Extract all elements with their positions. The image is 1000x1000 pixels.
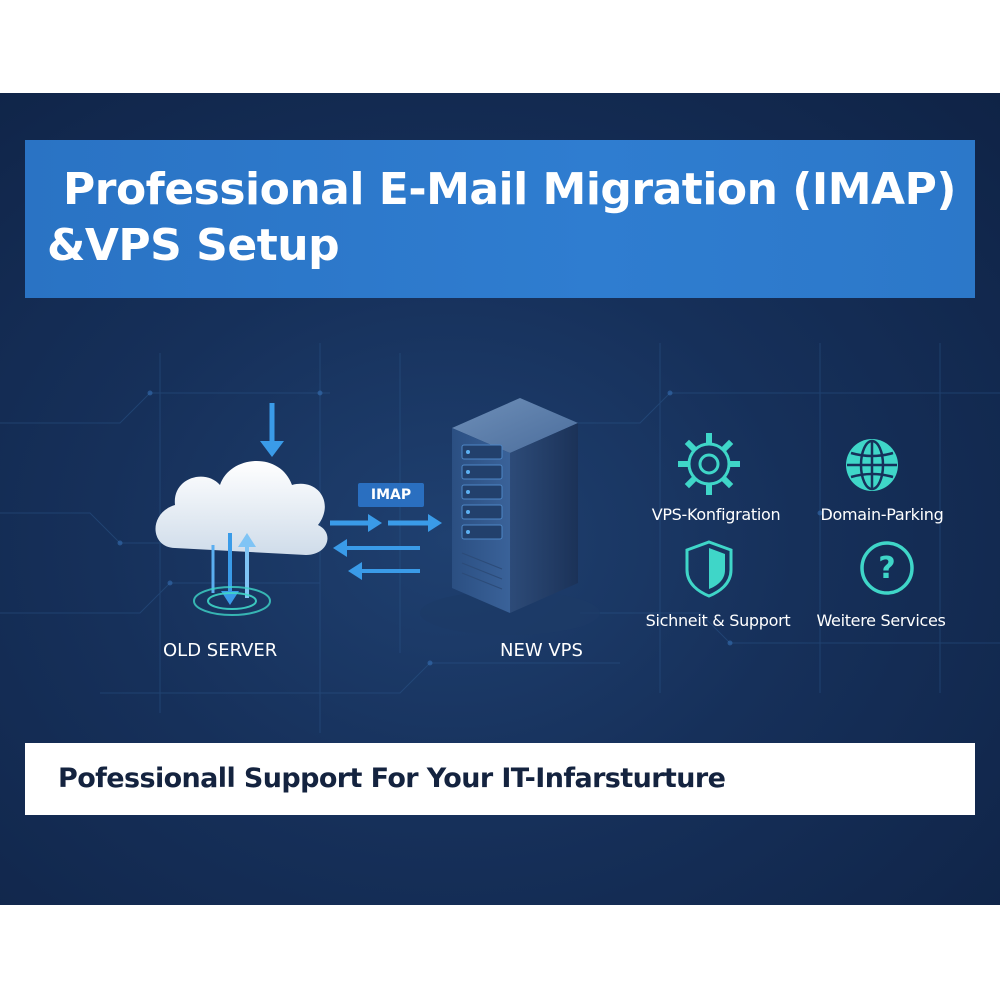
service-label-domain-parking: Domain-Parking xyxy=(820,505,944,524)
globe-icon xyxy=(846,439,898,491)
service-label-vps-config: VPS-Konfigration xyxy=(651,505,781,524)
transfer-arrow-left-icon xyxy=(333,539,420,580)
new-vps-label: NEW VPS xyxy=(500,640,583,661)
title-bar: Professional E-Mail Migration (IMAP) &VP… xyxy=(25,140,975,298)
shield-icon xyxy=(685,540,733,598)
service-label-more-services: Weitere Services xyxy=(816,611,946,630)
imap-label: IMAP xyxy=(358,483,424,507)
tagline-bar: Pofessionall Support For Your IT-Infarst… xyxy=(25,743,975,815)
old-server-base-ring xyxy=(193,586,271,616)
title-line-2: &VPS Setup xyxy=(47,220,340,271)
banner: Professional E-Mail Migration (IMAP) &VP… xyxy=(0,93,1000,905)
sync-arrows-icon xyxy=(211,533,256,605)
server-tower-icon xyxy=(420,398,600,635)
svg-text:?: ? xyxy=(878,551,895,586)
old-server-label: OLD SERVER xyxy=(163,640,278,661)
transfer-arrow-right-icon xyxy=(330,514,442,532)
cloud-icon xyxy=(155,460,328,555)
download-arrow-icon xyxy=(260,403,284,457)
title-line-1: Professional E-Mail Migration (IMAP) xyxy=(63,164,956,215)
service-label-security-support: Sichneit & Support xyxy=(645,611,791,630)
gear-icon xyxy=(678,433,740,495)
migration-diagram: ? xyxy=(155,398,914,635)
circuit-background xyxy=(0,343,1000,733)
question-icon: ? xyxy=(860,541,914,595)
tagline-text: Pofessionall Support For Your IT-Infarst… xyxy=(58,763,726,794)
